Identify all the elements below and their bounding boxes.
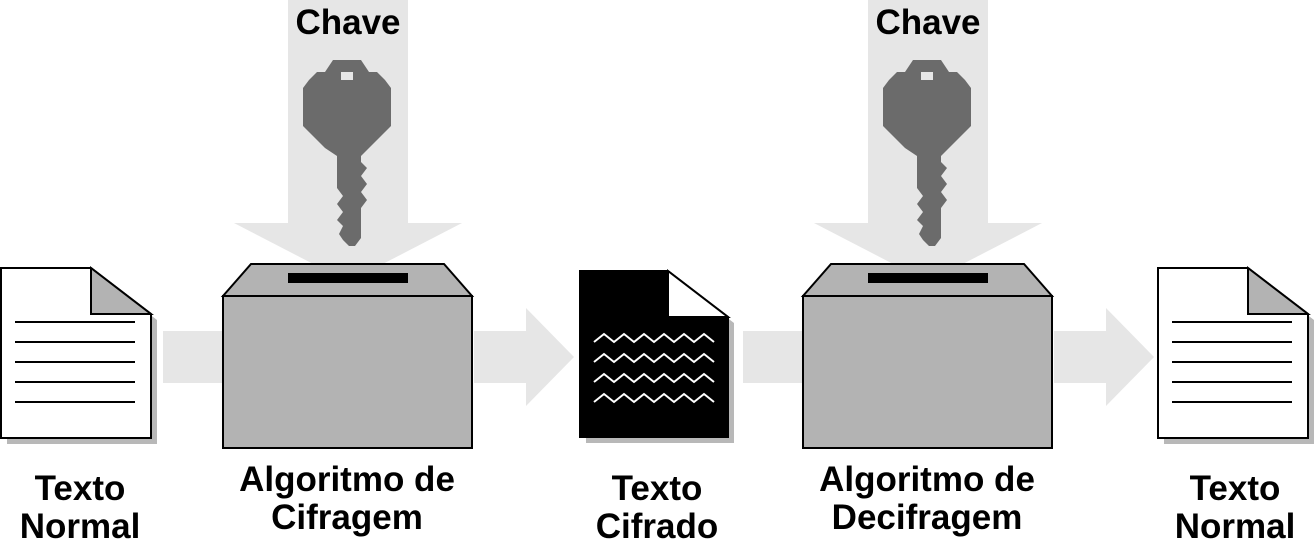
encrypt-algorithm-label-line1: Algoritmo de — [239, 460, 455, 499]
box-front — [222, 295, 473, 449]
plaintext-in-label-line1: Texto — [34, 469, 126, 508]
ciphertext-label: Texto Cifrado — [567, 470, 747, 546]
plaintext-out-label: Texto Normal — [1155, 470, 1315, 546]
cipher-document-icon — [579, 268, 734, 443]
decrypt-algorithm-label: Algoritmo de Decifragem — [782, 461, 1072, 537]
decrypt-algorithm-label-line1: Algoritmo de — [819, 460, 1035, 499]
algorithm-box-decrypt — [800, 263, 1055, 449]
document-icon-plaintext-out — [1157, 265, 1314, 444]
encrypt-algorithm-label-line2: Cifragem — [271, 498, 423, 537]
box-slot — [868, 273, 988, 283]
flow-arrow-2 — [474, 308, 574, 406]
decrypt-algorithm-label-line2: Decifragem — [831, 498, 1023, 537]
key-label-right: Chave — [875, 3, 981, 42]
ciphertext-label-line1: Texto — [611, 469, 703, 508]
plaintext-in-label: Texto Normal — [0, 470, 160, 546]
arrow-bar-1 — [163, 331, 225, 383]
key-label-left: Chave — [295, 3, 401, 42]
ciphertext-label-line2: Cifrado — [595, 507, 719, 546]
plaintext-out-label-line2: Normal — [1174, 507, 1296, 546]
document-icon-plaintext-in — [0, 265, 157, 444]
box-front — [802, 295, 1053, 449]
box-slot — [288, 273, 408, 283]
algorithm-box-encrypt — [220, 263, 475, 449]
plaintext-out-label-line1: Texto — [1189, 469, 1281, 508]
flow-arrow-4 — [1054, 308, 1154, 406]
encrypt-algorithm-label: Algoritmo de Cifragem — [202, 461, 492, 537]
plaintext-in-label-line2: Normal — [19, 507, 141, 546]
arrow-bar-3 — [743, 331, 805, 383]
